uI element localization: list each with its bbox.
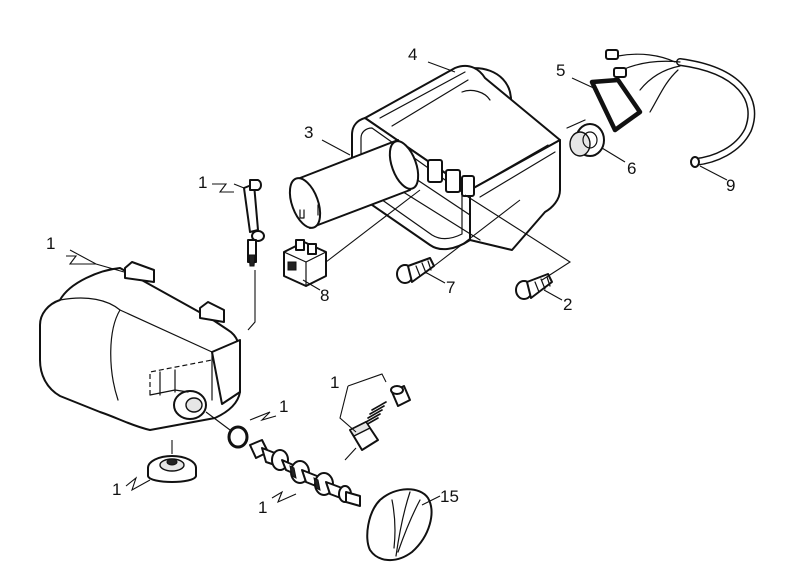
callout-4: 4 — [408, 45, 417, 64]
part-9-cable — [605, 49, 756, 168]
part-15-knob — [366, 488, 433, 561]
callout-1-shaft: 1 — [258, 498, 267, 517]
part-5-gasket — [589, 77, 643, 133]
part-3-capacitor — [288, 139, 420, 229]
callouts: 4 3 5 6 9 1 1 7 2 8 1 1 1 1 15 — [46, 45, 735, 517]
callout-7: 7 — [446, 278, 455, 297]
callout-1-latch-pin: 1 — [198, 173, 207, 192]
part-1-o-ring — [227, 425, 249, 449]
part-8-switch — [283, 239, 327, 287]
part-1-housing — [39, 261, 241, 431]
part-1-latch-pin — [243, 179, 265, 267]
part-1-shaft — [249, 439, 361, 507]
callout-9: 9 — [726, 176, 735, 195]
callout-3: 3 — [304, 123, 313, 142]
part-1-grommet — [147, 455, 197, 483]
leader-lines — [66, 61, 728, 506]
part-1-spring-plunger-kit — [349, 385, 411, 451]
callout-1-o-ring: 1 — [279, 397, 288, 416]
callout-6: 6 — [627, 159, 636, 178]
part-6-bushing — [566, 119, 605, 157]
callout-15: 15 — [440, 487, 459, 506]
callout-1-housing: 1 — [46, 234, 55, 253]
part-2-screw — [515, 273, 553, 300]
callout-1-grommet: 1 — [112, 480, 121, 499]
callout-1-kit: 1 — [330, 373, 339, 392]
callout-2: 2 — [563, 295, 572, 314]
part-7-screw — [396, 257, 435, 284]
callout-8: 8 — [320, 286, 329, 305]
callout-5: 5 — [556, 61, 565, 80]
